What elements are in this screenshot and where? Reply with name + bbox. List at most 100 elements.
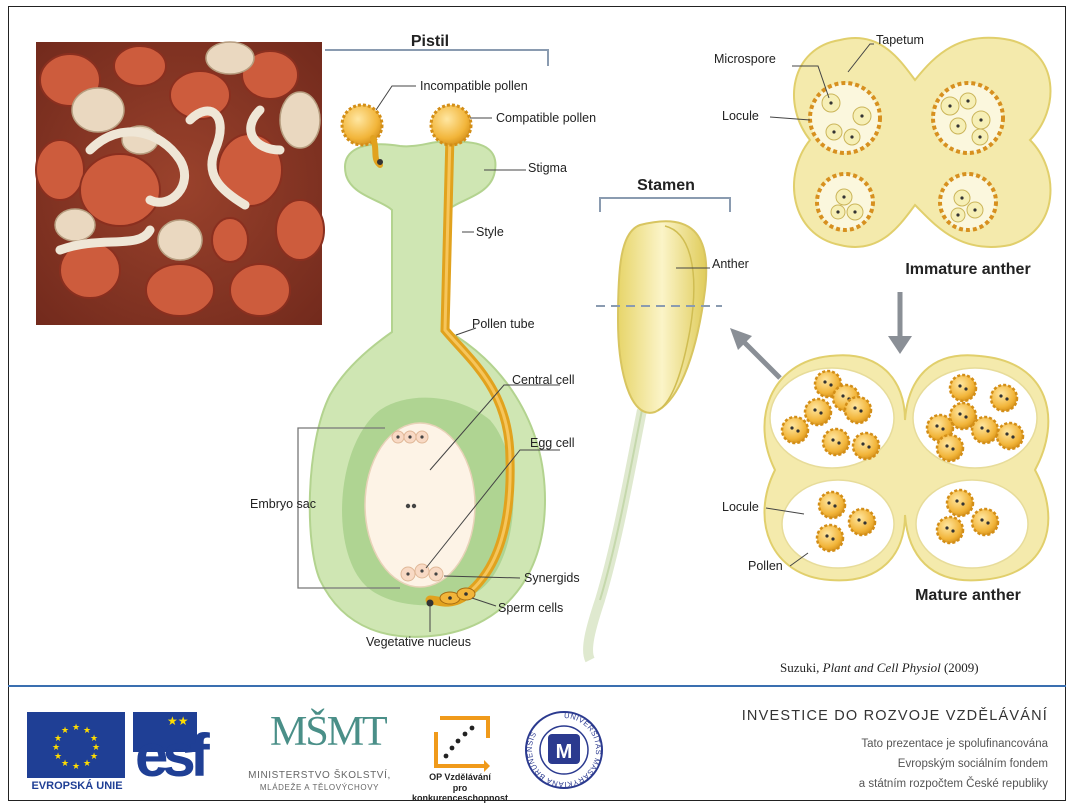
pollen-nucleus xyxy=(863,521,866,524)
pollen-nucleus xyxy=(980,518,983,521)
pollen-grain xyxy=(819,492,845,518)
pollen-nucleus xyxy=(986,521,989,524)
pollen-nucleus xyxy=(861,442,864,445)
op-caption-1: OP Vzdělávání xyxy=(410,772,510,782)
pollen-nucleus xyxy=(986,429,989,432)
esf-logo: ★★ esf xyxy=(133,712,225,792)
invest-title: INVESTICE DO ROZVOJE VZDĚLÁVÁNÍ xyxy=(742,708,1048,724)
invest-line-3: a státním rozpočtem České republiky xyxy=(859,778,1048,790)
university-seal-letters: M xyxy=(556,741,573,763)
pollen-grain xyxy=(947,490,973,516)
label-pollen-tube: Pollen tube xyxy=(472,317,535,331)
msmt-caption-2: MLÁDEŽE A TĚLOVÝCHOVY xyxy=(232,783,407,792)
pollen-nucleus xyxy=(955,499,958,502)
label-embryo-sac: Embryo sac xyxy=(250,497,316,511)
pollen-nucleus xyxy=(841,394,844,397)
pollen-nucleus xyxy=(1005,397,1008,400)
pollen-nucleus xyxy=(945,526,948,529)
svg-text:★: ★ xyxy=(52,742,60,752)
citation-year: (2009) xyxy=(944,660,979,675)
label-locule-mature: Locule xyxy=(722,500,759,514)
pollen-nucleus xyxy=(958,384,961,387)
pollen-grain xyxy=(849,509,875,535)
masaryk-university-logo: M UNIVERSITAS MASARYKIANA BRUNENSIS xyxy=(522,708,606,792)
op-logo: OP Vzdělávání pro konkurenceschopnost xyxy=(410,712,510,798)
pollen-nucleus xyxy=(823,380,826,383)
citation: Suzuki, Plant and Cell Physiol (2009) xyxy=(780,660,979,676)
label-stigma: Stigma xyxy=(528,161,567,175)
pollen-nucleus xyxy=(857,518,860,521)
invest-line-1: Tato prezentace je spolufinancována xyxy=(861,738,1048,750)
msmt-caption-1: MINISTERSTVO ŠKOLSTVÍ, xyxy=(232,770,407,781)
footer-divider xyxy=(8,685,1066,687)
label-locule-immature: Locule xyxy=(722,109,759,123)
svg-text:★: ★ xyxy=(61,725,69,735)
label-tapetum: Tapetum xyxy=(876,33,924,47)
pollen-nucleus xyxy=(829,383,832,386)
immature-anther-title: Immature anther xyxy=(905,261,1030,278)
development-arrow xyxy=(888,292,912,354)
pollen-nucleus xyxy=(1011,435,1014,438)
pollen-nucleus xyxy=(853,406,856,409)
pollen-nucleus xyxy=(833,504,836,507)
pollen-nucleus xyxy=(1005,432,1008,435)
pollen-nucleus xyxy=(813,408,816,411)
pollen-grain xyxy=(853,433,879,459)
label-vegetative-nucleus: Vegetative nucleus xyxy=(366,635,471,649)
svg-text:★: ★ xyxy=(61,758,69,768)
pollen-grain xyxy=(972,509,998,535)
op-emblem-icon xyxy=(410,712,510,772)
pollen-nucleus xyxy=(951,447,954,450)
pollen-nucleus xyxy=(859,409,862,412)
citation-author: Suzuki, xyxy=(780,660,819,675)
pollen-nucleus xyxy=(837,441,840,444)
stamen-title: Stamen xyxy=(637,177,695,194)
esf-wordmark: esf xyxy=(135,726,204,786)
pollen-grain xyxy=(950,375,976,401)
pollen-nucleus xyxy=(945,444,948,447)
eu-stars-icon: ★★★★ ★★★★ ★★★★ xyxy=(27,712,125,778)
pollen-nucleus xyxy=(825,534,828,537)
svg-text:★: ★ xyxy=(54,751,62,761)
label-anther: Anther xyxy=(712,257,749,271)
pollen-nucleus xyxy=(964,415,967,418)
pollen-nucleus xyxy=(827,501,830,504)
eu-logo: ★★★★ ★★★★ ★★★★ xyxy=(27,712,125,778)
plant-reproduction-diagram: Pistil xyxy=(0,0,1070,690)
pollen-grain xyxy=(805,399,831,425)
svg-text:★: ★ xyxy=(72,761,80,771)
pollen-nucleus xyxy=(958,412,961,415)
pollen-nucleus xyxy=(790,426,793,429)
pistil-title: Pistil xyxy=(411,33,449,50)
immature-anther: Tapetum Microspore Locule Immature anthe… xyxy=(714,33,1050,278)
label-compatible-pollen: Compatible pollen xyxy=(496,111,596,125)
mature-anther-title: Mature anther xyxy=(915,587,1021,604)
pollen-grain xyxy=(817,525,843,551)
label-microspore: Microspore xyxy=(714,52,776,66)
pollen-nucleus xyxy=(980,426,983,429)
pollen-nucleus xyxy=(961,502,964,505)
pollen-grain xyxy=(937,517,963,543)
label-sperm-cells: Sperm cells xyxy=(498,601,563,615)
pistil xyxy=(310,105,545,637)
pollen-nucleus xyxy=(831,438,834,441)
cross-section-arrow xyxy=(730,328,780,378)
pollen-grain xyxy=(991,385,1017,411)
op-caption-2: pro konkurenceschopnost xyxy=(410,783,510,803)
pollen-nucleus xyxy=(999,394,1002,397)
pollen-nucleus xyxy=(941,427,944,430)
pistil-bracket xyxy=(325,50,548,66)
stamen: Stamen Anther xyxy=(588,177,749,660)
pollen-nucleus xyxy=(935,424,938,427)
mature-anther: Locule Pollen Mature anther xyxy=(722,355,1048,604)
label-pollen: Pollen xyxy=(748,559,783,573)
pollen-nucleus xyxy=(964,387,967,390)
label-style: Style xyxy=(476,225,504,239)
pollen-micrograph xyxy=(36,42,324,325)
pollen-nucleus xyxy=(867,445,870,448)
msmt-wordmark: MŠMT xyxy=(270,708,386,756)
label-incompatible-pollen: Incompatible pollen xyxy=(420,79,528,93)
pollen-grain xyxy=(937,435,963,461)
pollen-grain xyxy=(997,423,1023,449)
svg-text:★: ★ xyxy=(72,722,80,732)
